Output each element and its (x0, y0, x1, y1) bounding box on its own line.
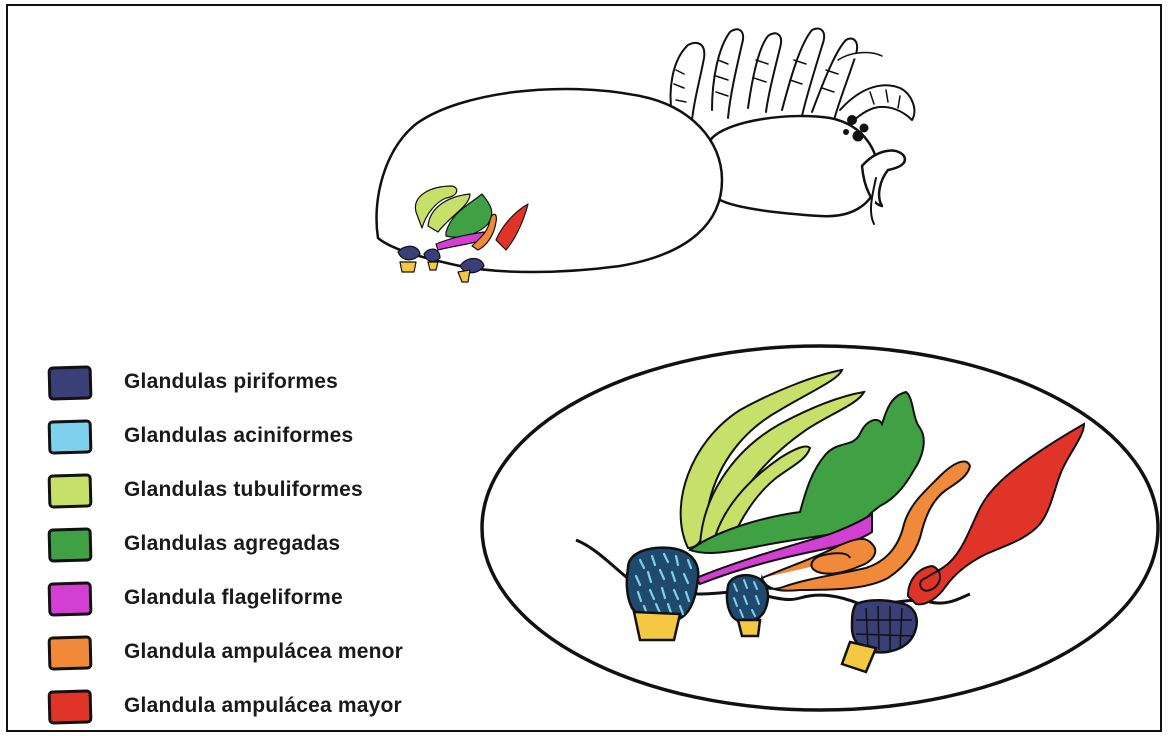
legend-item-piriformes: Glandulas piriformes (44, 362, 504, 402)
legend-item-agregadas: Glandulas agregadas (44, 524, 504, 564)
legend-swatch (48, 689, 93, 724)
zoom-ellipse (482, 346, 1158, 710)
legend-swatch (48, 635, 93, 670)
legend-label: Glandula ampulácea mayor (124, 694, 402, 718)
legend-label: Glandulas piriformes (124, 370, 338, 394)
legend-swatch (48, 419, 93, 454)
legend-item-aciniformes: Glandulas aciniformes (44, 416, 504, 456)
legend-item-tubuliformes: Glandulas tubuliformes (44, 470, 504, 510)
legend-swatch (48, 365, 93, 400)
legend-label: Glandula ampulácea menor (124, 640, 403, 664)
legend-item-ampulacea-mayor: Glandula ampulácea mayor (44, 686, 504, 726)
legend-item-ampulacea-menor: Glandula ampulácea menor (44, 632, 504, 672)
legend-item-flageliforme: Glandula flageliforme (44, 578, 504, 618)
legend-swatch (48, 527, 93, 562)
spider-illustration (377, 29, 915, 282)
legend-label: Glandula flageliforme (124, 586, 343, 610)
legend-label: Glandulas agregadas (124, 532, 340, 556)
spider-cephalothorax (705, 116, 878, 216)
legend-label: Glandulas tubuliformes (124, 478, 363, 502)
spider-legs (671, 29, 915, 126)
legend-swatch (48, 581, 93, 616)
legend-swatch (48, 473, 93, 508)
spider-abdomen (377, 89, 722, 272)
legend-label: Glandulas aciniformes (124, 424, 353, 448)
